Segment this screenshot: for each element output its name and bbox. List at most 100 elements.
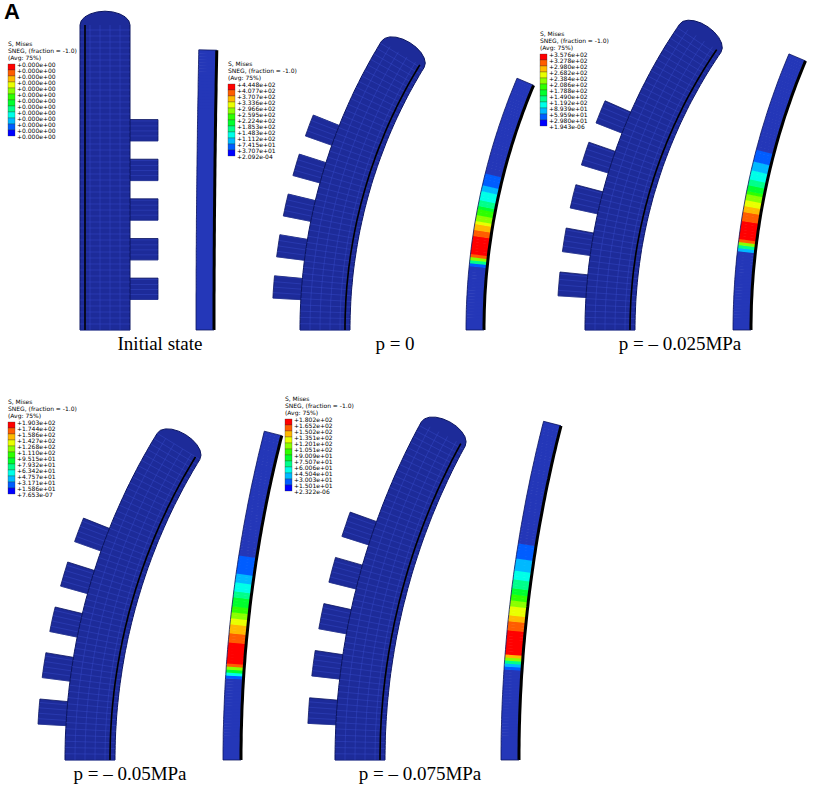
mesh-line (634, 104, 679, 125)
mesh-line (316, 199, 365, 211)
colorbar-cell (8, 452, 15, 458)
legend-heading: S, Mises (540, 30, 564, 37)
contour-value: +2.092e-04 (237, 153, 273, 160)
mesh-line (80, 318, 130, 319)
mesh-line (130, 135, 158, 136)
mesh-line (38, 719, 66, 721)
contour-value: +1.744e+02 (17, 425, 56, 432)
mesh-line (368, 546, 416, 561)
mesh-line (340, 62, 416, 330)
mesh-line (375, 441, 456, 760)
mesh-line (298, 160, 325, 168)
mesh-line (419, 426, 463, 450)
mesh-line (80, 234, 130, 235)
mesh-line (585, 323, 635, 325)
mesh-line (130, 205, 158, 206)
contour-value: +0.000e+00 (17, 103, 56, 110)
mesh-line (313, 665, 341, 669)
mesh-line (368, 65, 412, 89)
mesh-line (340, 673, 390, 679)
mesh-line (301, 299, 351, 302)
mesh-line (65, 753, 115, 755)
mesh-line (157, 433, 200, 459)
mesh-line (130, 483, 175, 505)
mesh-line (365, 436, 448, 760)
stress-band (199, 50, 217, 51)
mesh-line (365, 70, 409, 94)
contour-value: +3.336e+02 (237, 99, 276, 106)
mesh-line (39, 713, 67, 715)
contour-value: +7.507e+01 (294, 458, 333, 465)
contour-value: +1.501e+01 (294, 482, 333, 489)
finger-body (585, 20, 722, 330)
legend-heading: (Avg: 75%) (8, 412, 41, 419)
mesh-line (80, 96, 130, 97)
contour-value: +1.351e+02 (294, 434, 333, 441)
mesh-line (310, 224, 359, 234)
mesh-line (80, 300, 130, 301)
mesh-line (130, 249, 158, 250)
mesh-line (342, 536, 369, 545)
legend-heading: SNEG, (fraction = -1.0) (540, 37, 609, 44)
mesh-line (305, 136, 331, 145)
mesh-line (349, 516, 375, 525)
mesh-line (80, 168, 130, 169)
mesh-line (66, 723, 116, 726)
mesh-line (80, 624, 129, 635)
legend-heading: SNEG, (fraction = -1.0) (8, 47, 77, 54)
mesh-line (273, 298, 301, 300)
colorbar-cell (8, 458, 15, 464)
mesh-line (65, 735, 115, 737)
mesh-line (283, 216, 310, 222)
stress-band (516, 78, 534, 88)
mesh-line (130, 239, 158, 240)
colorbar-cell (228, 108, 235, 114)
mesh-line (575, 186, 602, 193)
mesh-line (374, 528, 421, 544)
contour-value: +7.653e-07 (17, 491, 53, 498)
mesh-line (278, 246, 306, 250)
mesh-line (130, 220, 158, 221)
mesh-line (44, 661, 72, 665)
mesh-line (54, 610, 81, 616)
mesh-line (80, 84, 130, 85)
mesh-line (80, 42, 130, 43)
mesh-line (80, 192, 130, 193)
mesh-line (77, 636, 126, 646)
contour-value: +4.448e+02 (237, 81, 276, 88)
mesh-line (336, 729, 386, 731)
steel-strip (501, 421, 561, 760)
mesh-line (563, 246, 591, 250)
mesh-line (585, 317, 635, 318)
mesh-line (42, 678, 70, 682)
mesh-line (365, 558, 413, 572)
strain-layer-line (84, 25, 86, 330)
mesh-line (99, 557, 146, 573)
mesh-line (395, 476, 441, 496)
mesh-line (80, 216, 130, 217)
steel-strip (466, 78, 534, 330)
colorbar-cell (540, 78, 547, 84)
contour-value: +2.224e+02 (237, 117, 276, 124)
contour-value: +3.278e+02 (549, 57, 588, 64)
mesh-line (618, 145, 665, 162)
colorbar-cell (540, 60, 547, 66)
mesh-line (307, 242, 356, 250)
mesh-line (67, 710, 117, 714)
mesh-line (72, 667, 121, 674)
mesh-line (53, 616, 80, 622)
mesh-line (139, 466, 183, 490)
mesh-line (130, 284, 158, 285)
contour-value: +1.788e+02 (549, 87, 588, 94)
finger-body (300, 37, 425, 330)
mesh-line (279, 240, 307, 244)
mesh-line (80, 288, 130, 289)
colorbar-cell (285, 473, 292, 479)
colorbar-cell (285, 485, 292, 491)
colorbar-cell (228, 150, 235, 156)
mesh-line (80, 156, 130, 157)
mesh-line (344, 648, 393, 656)
mesh-line (566, 230, 594, 235)
colorbar-cell (228, 144, 235, 150)
mesh-line (80, 138, 130, 139)
